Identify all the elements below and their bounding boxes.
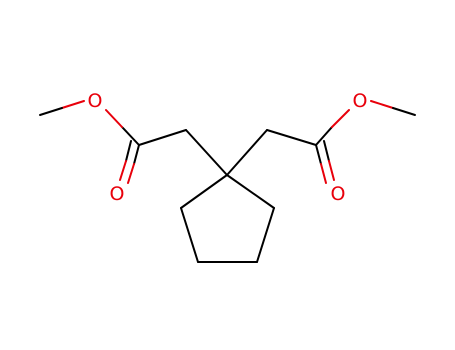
left-ch2-bond xyxy=(185,129,228,176)
left-co-double-bond-a-o xyxy=(127,163,135,184)
oxygen-label-left-ester: O xyxy=(88,90,103,112)
left-co-double-bond-b-c xyxy=(125,140,132,162)
oxygen-label-right-ester: O xyxy=(353,90,368,112)
ring-bond-2 xyxy=(256,207,275,263)
left-carbonyl-carbon-bond xyxy=(138,129,187,146)
left-o-methyl-bond-c xyxy=(39,107,63,116)
oxygen-label-right-carbonyl: O xyxy=(331,183,346,205)
left-o-methyl-bond-o xyxy=(61,100,85,109)
ring-bond-1 xyxy=(226,174,275,209)
left-ester-arm xyxy=(39,100,228,184)
right-co-double-bond-a-c xyxy=(315,144,322,165)
cyclopentane-ring xyxy=(180,174,275,263)
right-c-o-bond-o xyxy=(331,109,350,128)
right-o-methyl-bond-c xyxy=(392,107,416,116)
left-c-o-bond-o xyxy=(105,109,123,128)
right-ch2-bond xyxy=(226,129,268,176)
right-co-double-bond-b-c xyxy=(323,140,330,162)
right-c-o-bond-c xyxy=(315,126,333,146)
left-c-o-bond-c xyxy=(121,126,140,146)
left-co-double-bond-b-o xyxy=(119,160,127,181)
ring-bond-4 xyxy=(180,207,199,263)
right-ester-arm xyxy=(226,100,416,184)
right-co-double-bond-a-o xyxy=(320,163,327,184)
left-co-double-bond-a-c xyxy=(133,144,140,165)
oxygen-label-left-carbonyl: O xyxy=(110,183,125,205)
right-o-methyl-bond-o xyxy=(370,100,394,109)
right-carbonyl-carbon-bond xyxy=(266,129,317,146)
right-co-double-bond-b-o xyxy=(328,160,335,181)
ring-bond-5 xyxy=(180,174,228,209)
